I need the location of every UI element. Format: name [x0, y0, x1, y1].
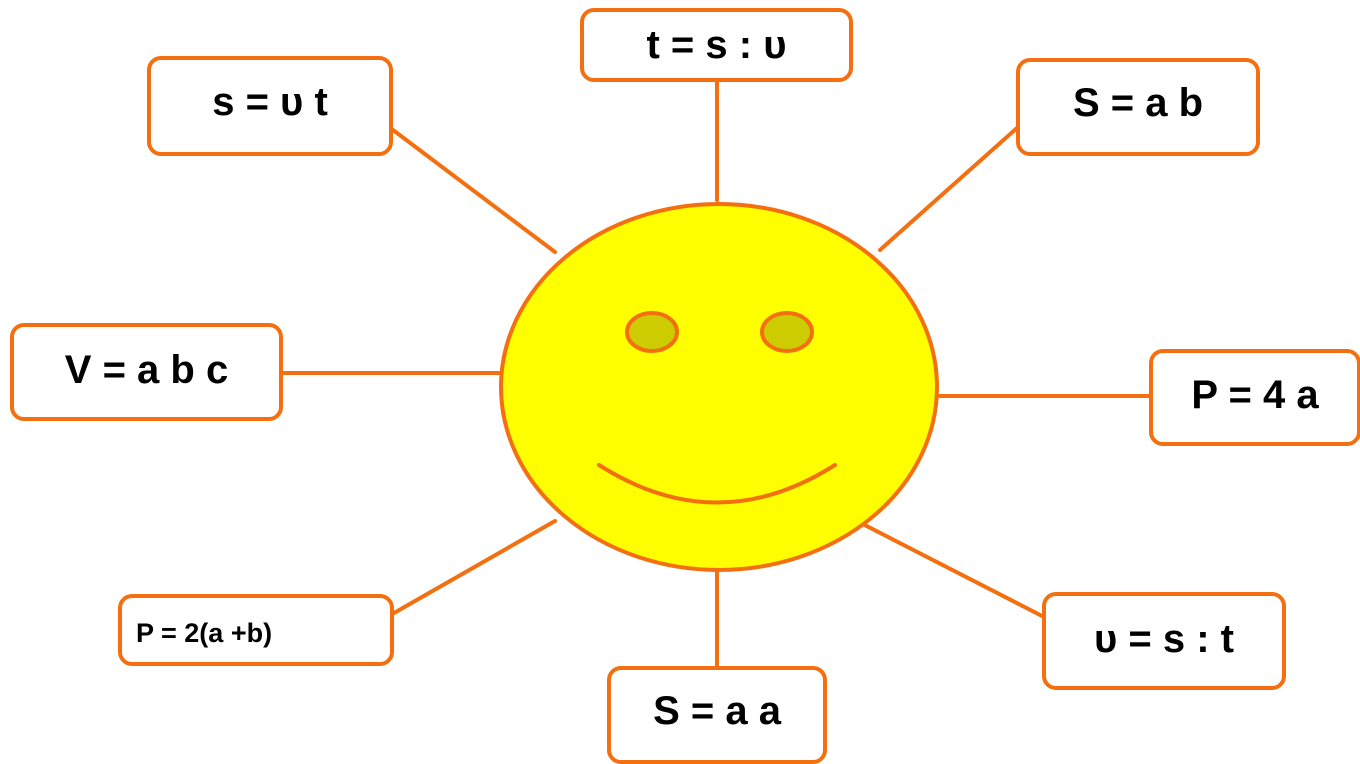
- right-eye: [760, 311, 814, 353]
- connector-lines: [281, 78, 1152, 669]
- formula-rectangle-perimeter-text: P = 2(a +b): [136, 617, 273, 648]
- formula-square-area: S = a a: [607, 666, 827, 764]
- formula-square-perimeter: P = 4 a: [1149, 349, 1360, 446]
- formula-speed-text: υ = s : t: [1094, 616, 1234, 661]
- formula-box-volume-text: V = a b c: [64, 347, 229, 392]
- connector-speed: [853, 518, 1046, 619]
- formula-time-text: t = s : υ: [646, 22, 787, 67]
- smiley-sun-face: [499, 202, 939, 572]
- connector-speed-distance: [391, 128, 557, 254]
- connector-rectangle-perimeter: [392, 519, 557, 615]
- formula-rectangle-area: S = a b: [1016, 58, 1260, 156]
- formula-rectangle-area-text: S = a b: [1072, 80, 1204, 125]
- formula-box-volume: V = a b c: [10, 323, 283, 421]
- formula-square-area-text: S = a a: [653, 688, 781, 733]
- face-circle: [499, 202, 939, 572]
- formula-time: t = s : υ: [580, 8, 853, 82]
- formula-rectangle-perimeter: P = 2(a +b): [118, 594, 394, 666]
- formula-speed: υ = s : t: [1042, 592, 1286, 690]
- left-eye: [625, 311, 679, 353]
- formula-speed-distance-text: s = υ t: [212, 79, 328, 124]
- smile: [597, 463, 837, 505]
- connector-rectangle-area: [878, 126, 1019, 252]
- formula-speed-distance: s = υ t: [147, 56, 393, 156]
- formula-square-perimeter-text: P = 4 a: [1191, 373, 1319, 417]
